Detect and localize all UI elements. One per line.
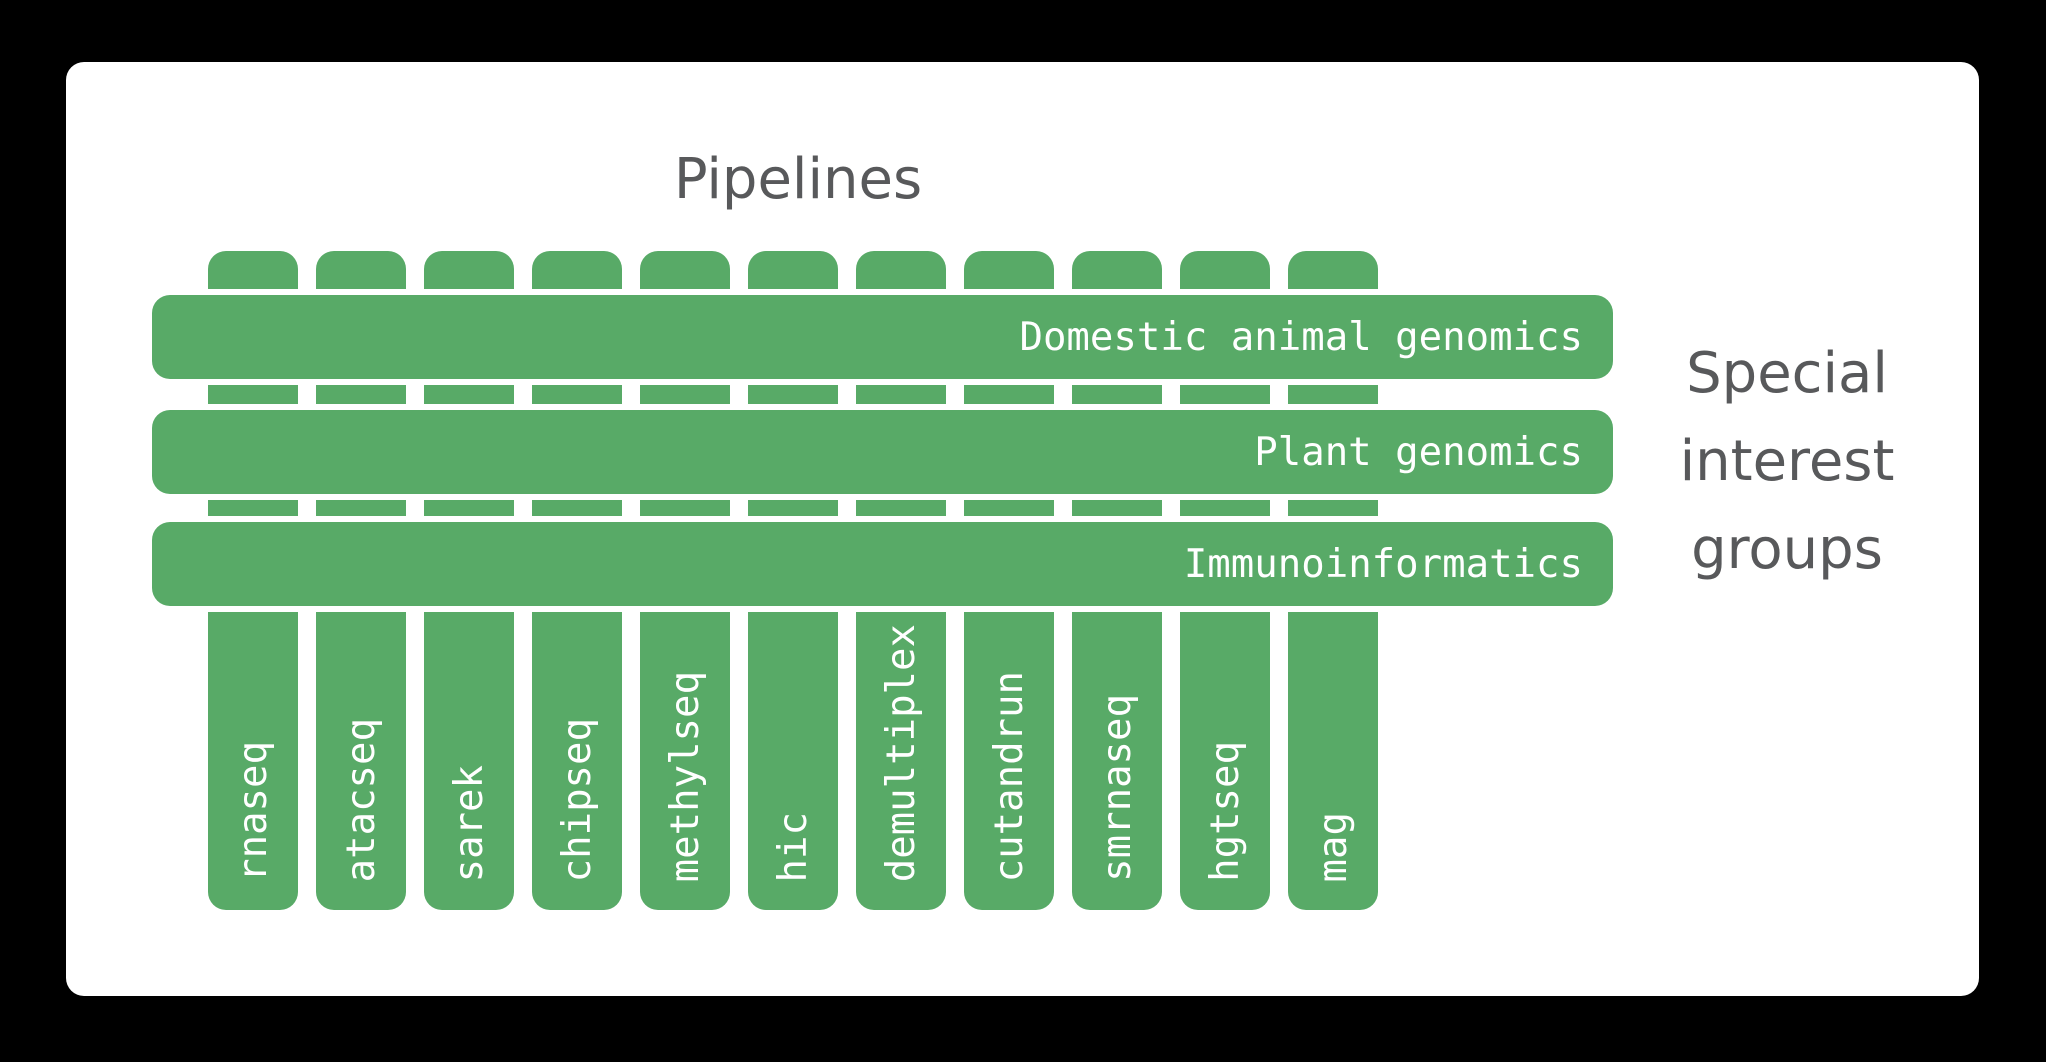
pipeline-label-smrnaseq: smrnaseq <box>1094 694 1140 882</box>
pipeline-label-rnaseq: rnaseq <box>230 741 276 882</box>
pipeline-label-hgtseq: hgtseq <box>1202 741 1248 882</box>
sig-bar-immunoinformatics: Immunoinformatics <box>152 522 1613 606</box>
pipeline-label-sarek: sarek <box>446 764 492 882</box>
pipeline-label-hic: hic <box>770 811 816 882</box>
pipelines-title: Pipelines <box>673 147 923 212</box>
special-interest-groups-label-line-2: interest <box>1679 429 1895 494</box>
pipeline-label-cutandrun: cutandrun <box>986 670 1032 882</box>
special-interest-groups-label-line-3: groups <box>1691 517 1883 582</box>
sig-bar-domestic-animal-genomics: Domestic animal genomics <box>152 295 1613 379</box>
pipeline-label-demultiplex: demultiplex <box>878 623 924 882</box>
sig-label-domestic-animal-genomics: Domestic animal genomics <box>1019 314 1583 360</box>
special-interest-groups-label: Special interest groups <box>1592 330 1982 594</box>
pipeline-label-mag: mag <box>1310 811 1356 882</box>
sig-label-plant-genomics: Plant genomics <box>1254 429 1583 475</box>
pipeline-label-atacseq: atacseq <box>338 717 384 882</box>
pipeline-label-chipseq: chipseq <box>554 717 600 882</box>
sig-label-immunoinformatics: Immunoinformatics <box>1183 541 1583 587</box>
sig-bar-plant-genomics: Plant genomics <box>152 410 1613 494</box>
pipeline-label-methylseq: methylseq <box>662 670 708 882</box>
special-interest-groups-label-line-1: Special <box>1686 341 1888 406</box>
